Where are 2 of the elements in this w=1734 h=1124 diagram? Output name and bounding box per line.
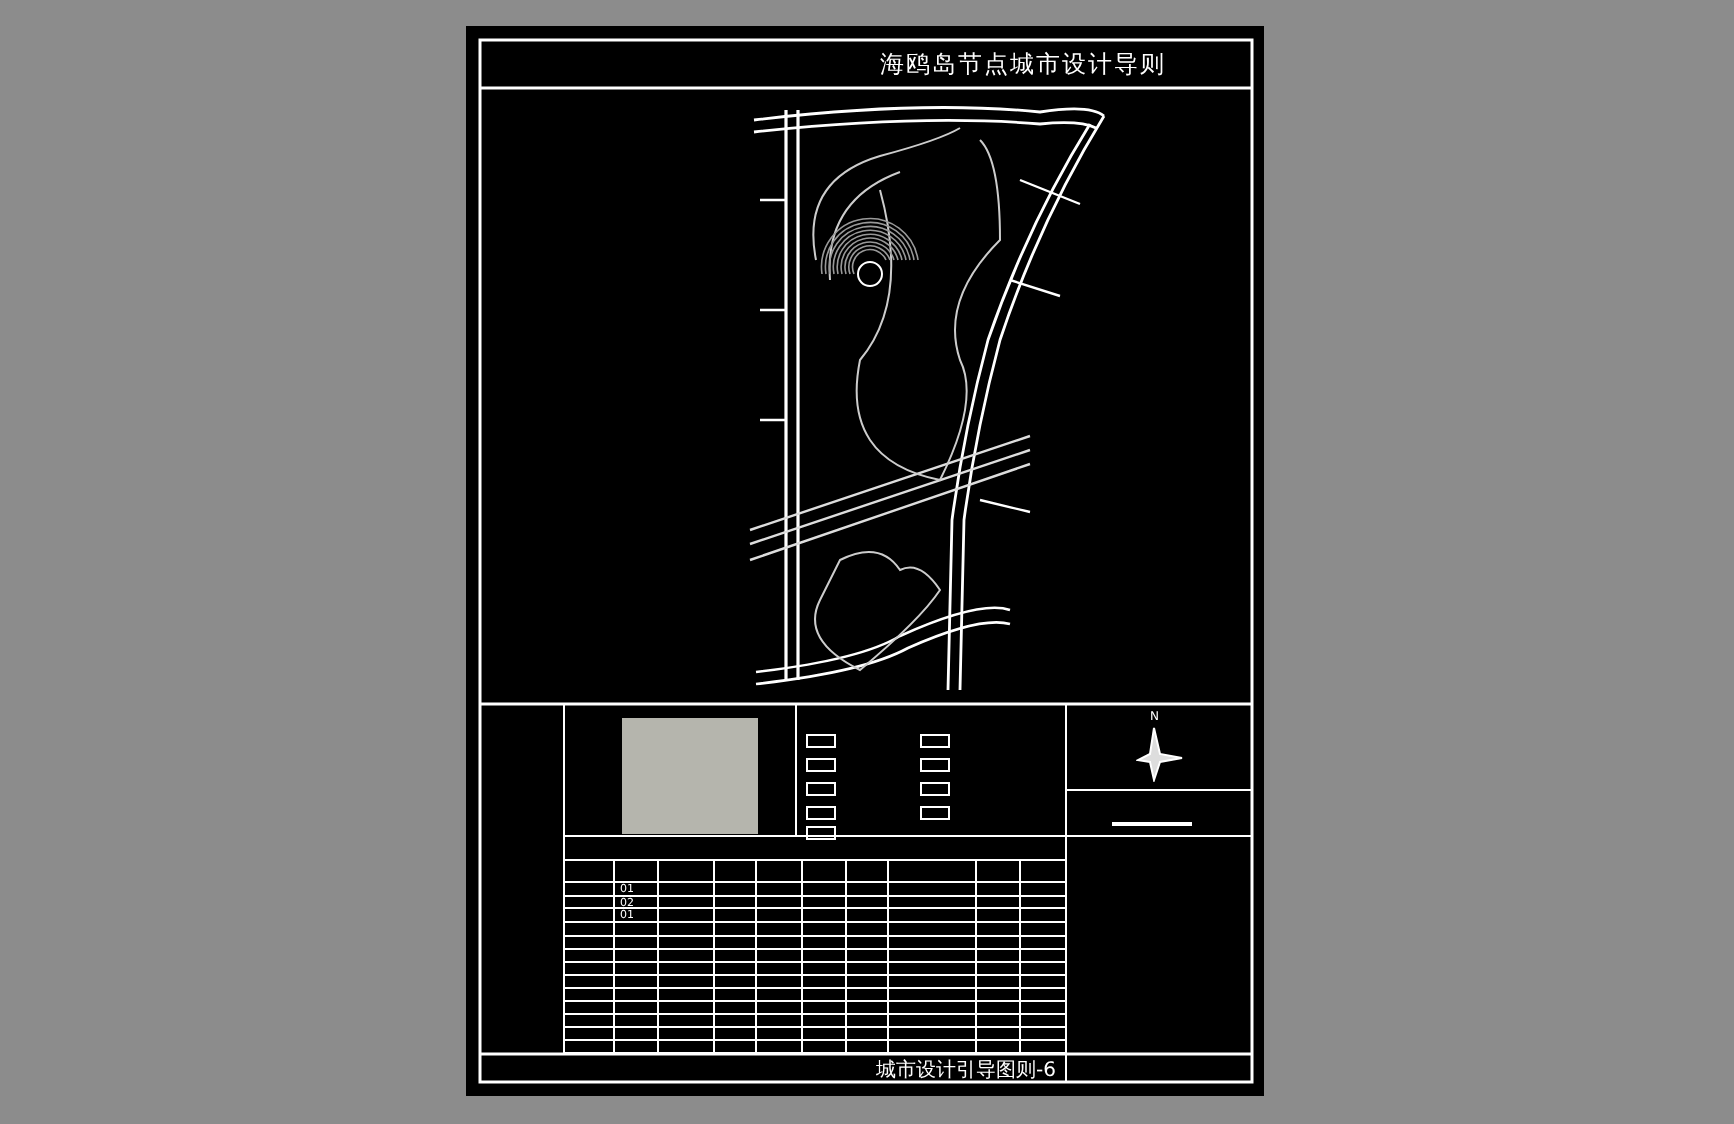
sheet-caption: 城市设计引导图则-6 [876, 1057, 1056, 1084]
drawing-title: 海鸥岛节点城市设计导则 [880, 48, 1166, 82]
